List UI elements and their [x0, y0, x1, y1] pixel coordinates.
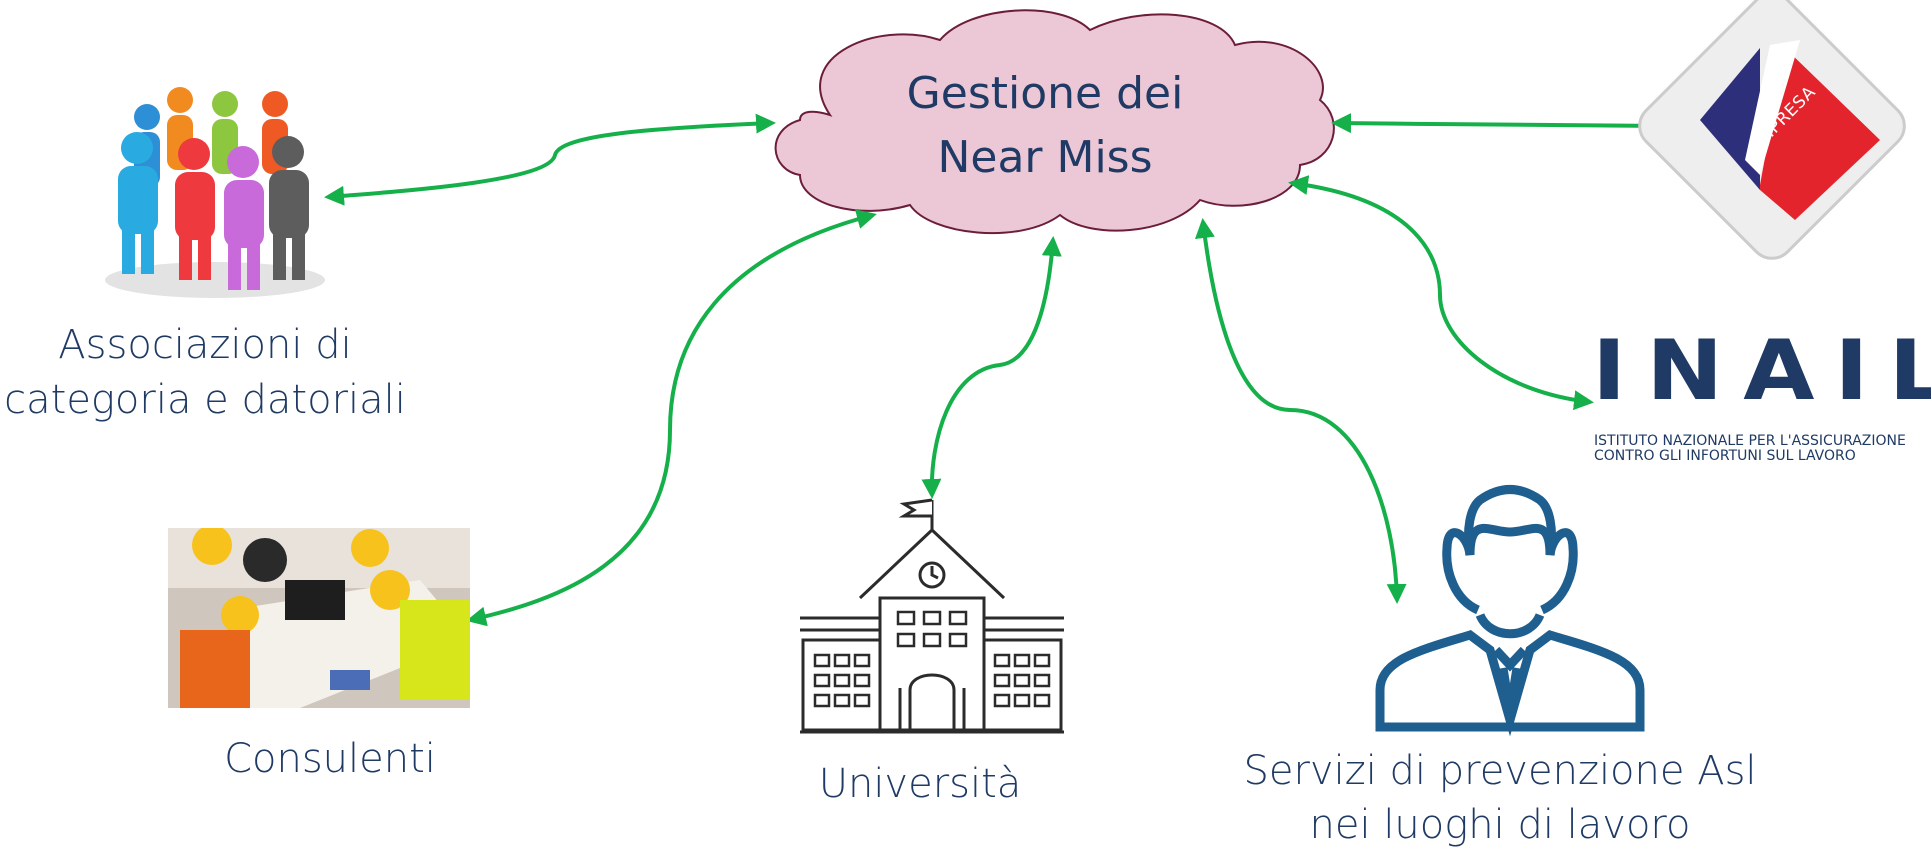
- arrow-associazioni: [324, 113, 776, 206]
- inail-logo-text: INAIL: [1592, 322, 1931, 419]
- consultants-photo: [168, 528, 470, 708]
- central-title-line2: Near Miss: [937, 132, 1153, 183]
- central-title: Gestione dei Near Miss: [880, 62, 1210, 190]
- university-icon: [800, 498, 1064, 734]
- inail-subtitle: ISTITUTO NAZIONALE PER L'ASSICURAZIONE C…: [1594, 434, 1906, 464]
- arrow-asl: [1194, 218, 1407, 604]
- associazioni-label: Associazioni di categoria e datoriali: [0, 318, 410, 428]
- asl-label: Servizi di prevenzione Asl nei luoghi di…: [1230, 744, 1770, 848]
- asl-label-line1: Servizi di prevenzione Asl: [1243, 748, 1757, 794]
- consulenti-label: Consulenti: [224, 736, 436, 782]
- arrow-inail: [1288, 175, 1594, 411]
- universita-label: Università: [818, 761, 1022, 807]
- arrow-consulenti: [466, 209, 877, 627]
- arrow-universita: [921, 236, 1062, 499]
- people-group-icon: [105, 87, 325, 298]
- arrow-impresa: [1331, 113, 1664, 136]
- person-icon: [1375, 485, 1645, 737]
- central-title-line1: Gestione dei: [906, 68, 1184, 119]
- associazioni-label-line1: Associazioni di: [58, 322, 352, 368]
- impresa-logo: [1638, 0, 1906, 260]
- asl-label-line2: nei luoghi di lavoro: [1309, 802, 1691, 848]
- inail-subtitle-line2: CONTRO GLI INFORTUNI SUL LAVORO: [1594, 448, 1856, 464]
- connections: [324, 113, 1664, 627]
- inail-subtitle-line1: ISTITUTO NAZIONALE PER L'ASSICURAZIONE: [1594, 433, 1906, 449]
- associazioni-label-line2: categoria e datoriali: [4, 377, 406, 423]
